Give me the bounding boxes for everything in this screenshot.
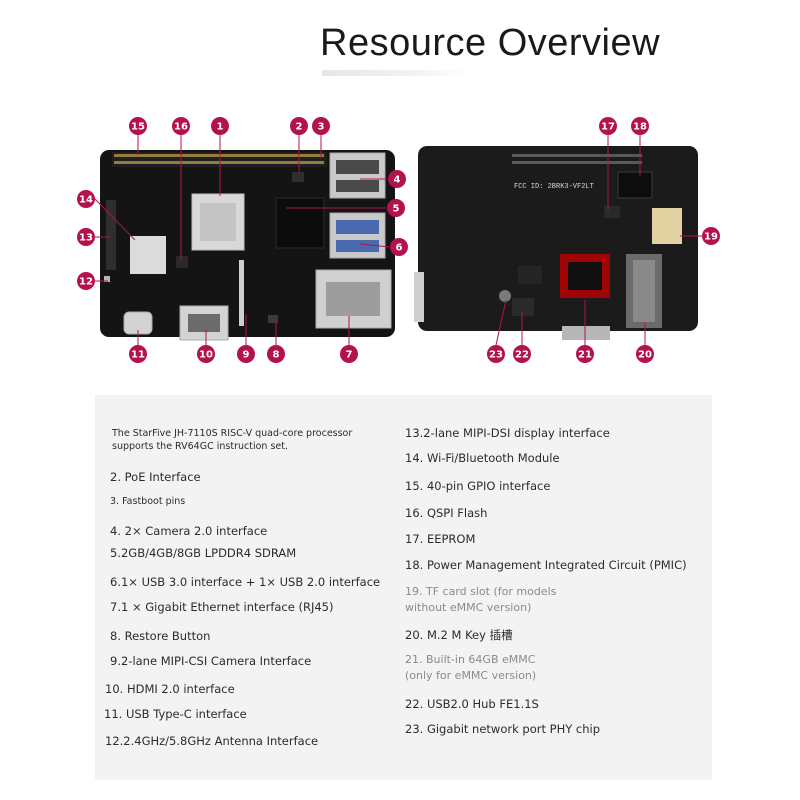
list-item: The StarFive JH-7110S RISC-V quad-core p… xyxy=(112,428,353,439)
page-title: Resource Overview xyxy=(320,22,661,64)
callout-15: 15 xyxy=(129,117,147,135)
svg-text:7: 7 xyxy=(346,350,353,361)
board-front-image xyxy=(100,150,395,341)
list-item: 13.2-lane MIPI-DSI display interface xyxy=(405,426,610,440)
svg-text:20: 20 xyxy=(638,350,652,361)
callout-14: 14 xyxy=(77,190,95,208)
title-reflection xyxy=(322,70,472,76)
callout-21: 21 xyxy=(576,345,594,363)
callout-lines xyxy=(94,134,702,346)
callout-2: 2 xyxy=(290,117,308,135)
svg-text:6: 6 xyxy=(396,243,403,254)
svg-text:16: 16 xyxy=(174,122,188,133)
callout-3: 3 xyxy=(312,117,330,135)
callout-4: 4 xyxy=(388,170,406,188)
list-item: 17. EEPROM xyxy=(405,532,476,546)
callout-16: 16 xyxy=(172,117,190,135)
callout-9: 9 xyxy=(237,345,255,363)
svg-text:17: 17 xyxy=(601,122,615,133)
list-item: 23. Gigabit network port PHY chip xyxy=(405,722,601,736)
list-item: 2. PoE Interface xyxy=(110,470,201,484)
svg-text:19: 19 xyxy=(704,232,718,243)
list-item: 14. Wi-Fi/Bluetooth Module xyxy=(405,451,560,465)
svg-text:10: 10 xyxy=(199,350,213,361)
list-item: 20. M.2 M Key 插槽 xyxy=(405,628,513,642)
callout-20: 20 xyxy=(636,345,654,363)
fcc-id-marking: FCC ID: 2BRK3-VF2LT xyxy=(514,183,594,191)
callout-13: 13 xyxy=(77,228,95,246)
callout-5: 5 xyxy=(387,199,405,217)
callout-12: 12 xyxy=(77,272,95,290)
svg-text:5: 5 xyxy=(393,204,400,215)
list-item: 3. Fastboot pins xyxy=(110,496,186,507)
callout-17: 17 xyxy=(599,117,617,135)
list-item: 22. USB2.0 Hub FE1.1S xyxy=(405,697,539,711)
svg-text:13: 13 xyxy=(79,233,93,244)
list-item: 12.2.4GHz/5.8GHz Antenna Interface xyxy=(105,734,319,748)
svg-text:22: 22 xyxy=(515,350,529,361)
board-back-image: FCC ID: 2BRK3-VF2LT xyxy=(414,146,698,340)
callout-8: 8 xyxy=(267,345,285,363)
callout-22: 22 xyxy=(513,345,531,363)
svg-text:21: 21 xyxy=(578,350,592,361)
svg-text:2: 2 xyxy=(296,122,303,133)
list-item: 8. Restore Button xyxy=(110,629,211,643)
feature-list-panel: The StarFive JH-7110S RISC-V quad-core p… xyxy=(95,395,712,780)
list-item: 19. TF card slot (for models xyxy=(405,585,557,598)
list-item: 16. QSPI Flash xyxy=(405,506,488,520)
list-item: 11. USB Type-C interface xyxy=(104,707,247,721)
list-item: 7.1 × Gigabit Ethernet interface (RJ45) xyxy=(110,600,334,614)
list-item: 5.2GB/4GB/8GB LPDDR4 SDRAM xyxy=(110,546,297,560)
svg-text:15: 15 xyxy=(131,122,145,133)
list-item: without eMMC version) xyxy=(405,601,532,614)
callout-11: 11 xyxy=(129,345,147,363)
svg-text:9: 9 xyxy=(243,350,250,361)
svg-text:18: 18 xyxy=(633,122,647,133)
callout-18: 18 xyxy=(631,117,649,135)
callout-1: 1 xyxy=(211,117,229,135)
list-item: supports the RV64GC instruction set. xyxy=(112,441,288,452)
svg-text:11: 11 xyxy=(131,350,145,361)
svg-text:3: 3 xyxy=(318,122,325,133)
callout-7: 7 xyxy=(340,345,358,363)
svg-text:23: 23 xyxy=(489,350,503,361)
list-item: 15. 40-pin GPIO interface xyxy=(405,479,551,493)
callout-23: 23 xyxy=(487,345,505,363)
list-item: 18. Power Management Integrated Circuit … xyxy=(405,558,687,572)
svg-text:8: 8 xyxy=(273,350,280,361)
callout-6: 6 xyxy=(390,238,408,256)
svg-text:12: 12 xyxy=(79,277,93,288)
list-item: (only for eMMC version) xyxy=(405,669,537,682)
list-item: 10. HDMI 2.0 interface xyxy=(105,682,235,696)
callout-10: 10 xyxy=(197,345,215,363)
list-item: 4. 2× Camera 2.0 interface xyxy=(110,524,268,538)
callout-19: 19 xyxy=(702,227,720,245)
list-item: 6.1× USB 3.0 interface + 1× USB 2.0 inte… xyxy=(110,575,381,589)
svg-text:1: 1 xyxy=(217,122,224,133)
list-item: 9.2-lane MIPI-CSI Camera Interface xyxy=(110,654,312,668)
svg-text:14: 14 xyxy=(79,195,93,206)
list-item: 21. Built-in 64GB eMMC xyxy=(405,653,536,666)
svg-text:4: 4 xyxy=(394,175,401,186)
board-photos: FCC ID: 2BRK3-VF2LT xyxy=(77,117,720,363)
